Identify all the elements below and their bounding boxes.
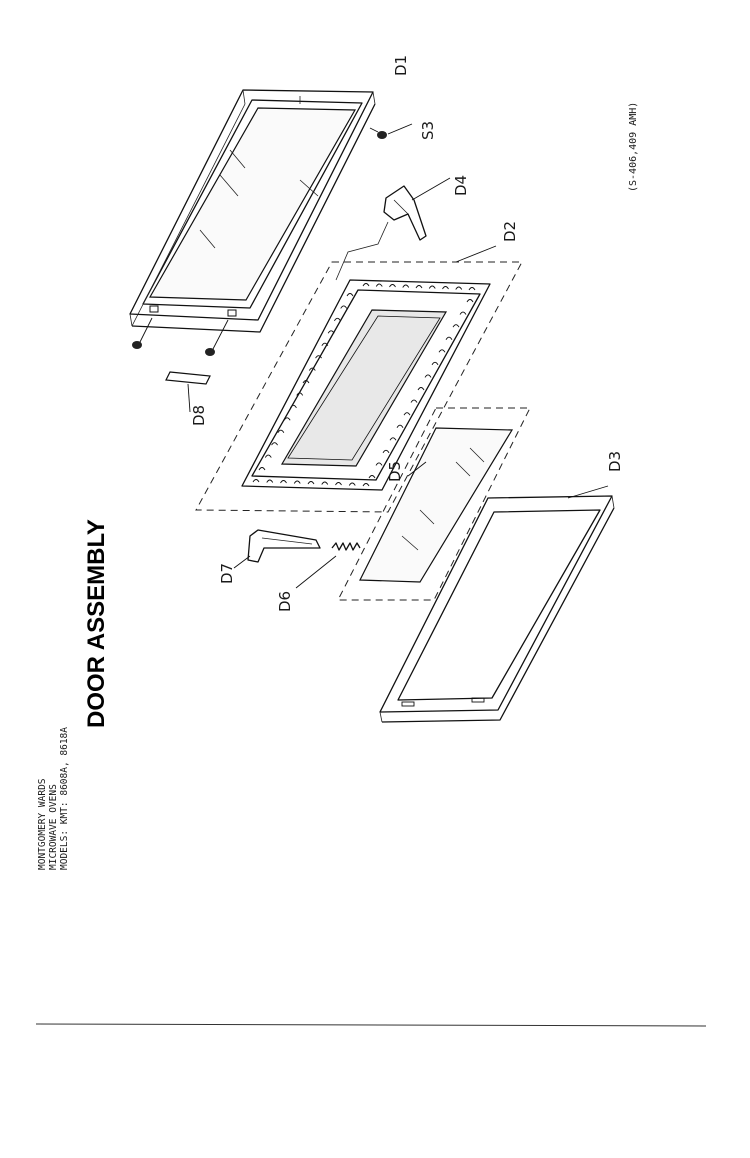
- panel-tab: [302, 380, 310, 384]
- part-d8-label: [165, 371, 211, 413]
- panel-tab: [362, 283, 370, 287]
- panel-tab: [410, 399, 418, 403]
- screw-icon: [205, 319, 229, 356]
- panel-tab: [389, 284, 396, 288]
- panel-tab: [428, 285, 436, 289]
- panel-tab: [258, 467, 266, 471]
- panel-tab: [335, 482, 342, 486]
- panel-tab: [321, 481, 329, 485]
- panel-tab: [396, 424, 404, 428]
- panel-tab: [334, 317, 341, 322]
- label-d7: D7: [218, 563, 236, 584]
- header-block: MONTGOMERY WARDS MICROWAVE OVENS MODELS:…: [37, 727, 70, 870]
- panel-tab: [424, 374, 432, 378]
- panel-tab: [431, 361, 439, 366]
- label-d6: D6: [276, 591, 294, 612]
- panel-tab: [382, 449, 390, 454]
- panel-tab: [445, 336, 453, 340]
- panel-tab: [321, 342, 329, 346]
- panel-tab: [296, 392, 304, 396]
- panel-tab: [417, 387, 425, 391]
- panel-tab: [346, 293, 354, 297]
- label-d5: D5: [386, 461, 404, 482]
- reference-code: (S-406,409 AMH): [628, 102, 639, 192]
- panel-tab: [315, 355, 322, 359]
- panel-tab: [459, 311, 467, 315]
- panel-tab: [277, 429, 285, 433]
- part-s3-screw: [369, 123, 413, 139]
- panel-tab: [307, 481, 315, 485]
- panel-tab: [327, 330, 335, 334]
- panel-tab: [375, 283, 383, 287]
- panel-tab: [389, 437, 397, 441]
- header-line-1: MONTGOMERY WARDS: [37, 778, 48, 870]
- panel-tab: [442, 286, 449, 290]
- panel-tab: [280, 480, 287, 484]
- panel-tab: [348, 482, 356, 486]
- panel-tab: [264, 454, 272, 458]
- page-title: DOOR ASSEMBLY: [83, 519, 110, 728]
- panel-tab: [308, 367, 316, 371]
- panel-tab: [290, 404, 297, 409]
- part-d6-spring: [295, 542, 361, 589]
- label-d1: D1: [392, 55, 410, 76]
- panel-tab: [368, 475, 376, 479]
- label-d2: D2: [501, 221, 519, 242]
- panel-tab: [283, 417, 291, 421]
- title-block: DOOR ASSEMBLY: [83, 519, 110, 728]
- panel-tab: [293, 480, 301, 484]
- part-d1-outer-frame: [129, 89, 376, 333]
- panel-tab: [266, 479, 274, 483]
- screw-icon: [132, 317, 153, 349]
- panel-tab: [415, 285, 423, 289]
- panel-tab-row: [252, 283, 476, 487]
- header-line-2: MICROWAVE OVENS: [48, 784, 59, 870]
- panel-tab: [455, 286, 463, 290]
- label-s3: S3: [419, 121, 437, 140]
- panel-tab: [403, 412, 411, 416]
- panel-tab: [468, 287, 476, 291]
- part-d7-latch: [233, 529, 321, 569]
- panel-tab: [271, 442, 278, 446]
- header-line-3: MODELS: KMT: 8608A, 8618A: [59, 727, 70, 870]
- part-d5-glass: [337, 407, 531, 601]
- part-d3-front-frame: [379, 485, 615, 723]
- label-d8: D8: [190, 405, 208, 426]
- part-d4-bracket: [335, 177, 451, 281]
- panel-tab: [252, 479, 260, 483]
- part-d2-inner-panel: [195, 245, 523, 513]
- bottom-rule: [35, 1023, 707, 1027]
- panel-tab: [438, 349, 446, 353]
- panel-tab: [340, 305, 348, 309]
- reference-block: (S-406,409 AMH): [628, 102, 639, 192]
- label-d4: D4: [452, 175, 470, 196]
- label-d3: D3: [606, 451, 624, 472]
- panel-tab: [362, 483, 370, 487]
- panel-tab: [452, 324, 460, 328]
- panel-tab: [375, 462, 383, 466]
- panel-tab: [402, 284, 410, 288]
- panel-tab: [466, 299, 474, 303]
